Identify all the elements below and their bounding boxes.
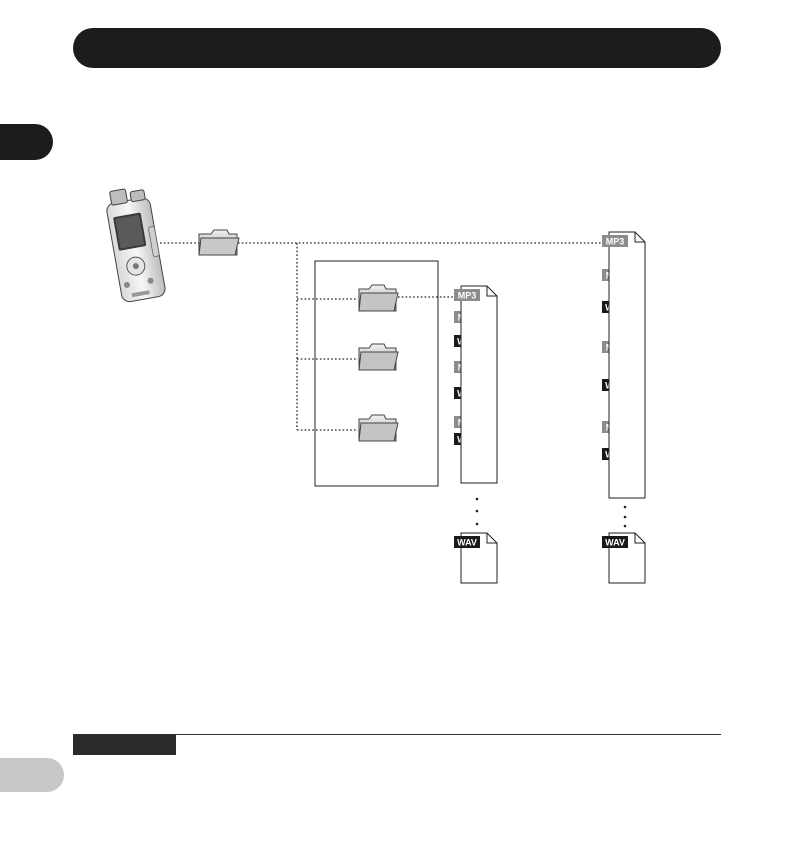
subfolder-file-1: MP3 [454, 285, 498, 484]
root-badge-1 [602, 235, 628, 247]
subfolder-badge-label-1: MP3 [458, 291, 477, 301]
dotted-connectors [160, 242, 608, 431]
root-ellipsis-dot-1 [623, 505, 627, 509]
root-badge-label-1: MP3 [606, 237, 625, 247]
subfolder-2-icon [358, 343, 399, 371]
note-label [73, 735, 176, 755]
root-file-1: MP3 [602, 231, 646, 499]
subfolder-last-file-badge-label: WAV [457, 538, 477, 548]
title-bar [73, 28, 721, 68]
root-ellipsis-dot-3 [623, 524, 627, 528]
subfolder-last-file: WAV [454, 532, 498, 584]
chapter-tab [0, 124, 53, 160]
root-last-file-badge [602, 536, 628, 548]
voice-recorder-icon [106, 188, 166, 303]
subfolder-ellipsis-dot-1 [475, 497, 479, 501]
root-ellipsis-dot-2 [623, 515, 627, 519]
subfolder-last-file-badge [454, 536, 480, 548]
note-divider [73, 734, 721, 735]
subfolder-ellipsis-dot-2 [475, 509, 479, 513]
subfolder-3-icon [358, 414, 399, 442]
root-last-file-badge-label: WAV [605, 538, 625, 548]
subfolder-1-icon [358, 284, 399, 312]
subfolder-ellipsis-dot-3 [475, 522, 479, 526]
subfolder-badge-1 [454, 289, 480, 301]
subfolder-group-box [314, 260, 439, 487]
root-last-file: WAV [602, 532, 646, 584]
page-number-tab [0, 758, 64, 792]
root-folder-icon [198, 229, 240, 256]
